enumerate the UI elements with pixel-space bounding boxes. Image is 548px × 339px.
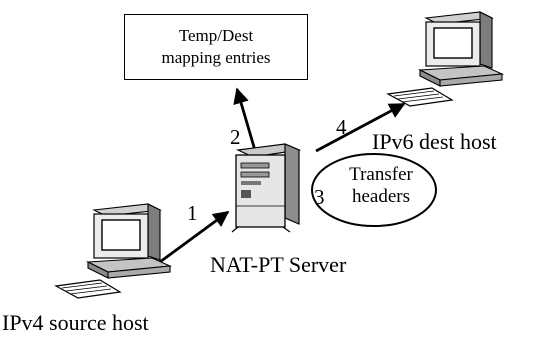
ipv6-host-computer-icon [386, 11, 505, 107]
step-1-label: 1 [187, 201, 198, 225]
transfer-headers-label: Transfer headers [322, 164, 440, 208]
step-3-label: 3 [314, 185, 325, 209]
nat-pt-server-label: NAT-PT Server [210, 252, 347, 277]
arrow-4 [315, 102, 406, 153]
transfer-headers-ellipse [311, 153, 437, 227]
ipv4-host-computer-icon [54, 203, 173, 299]
ipv6-dest-host-label: IPv6 dest host [372, 129, 497, 154]
mapping-box-line1: Temp/Dest [178, 26, 254, 45]
mapping-box-line2: mapping entries [161, 48, 271, 67]
transfer-headers-line2: headers [351, 186, 411, 207]
step-4-label: 4 [336, 115, 347, 139]
server-icon [231, 143, 302, 233]
step-2-label: 2 [230, 125, 241, 149]
transfer-headers-line1: Transfer [349, 164, 413, 185]
arrow-1 [148, 210, 230, 272]
mapping-entries-box: Temp/Dest mapping entries [124, 14, 308, 80]
ipv4-source-host-label: IPv4 source host [2, 310, 149, 335]
